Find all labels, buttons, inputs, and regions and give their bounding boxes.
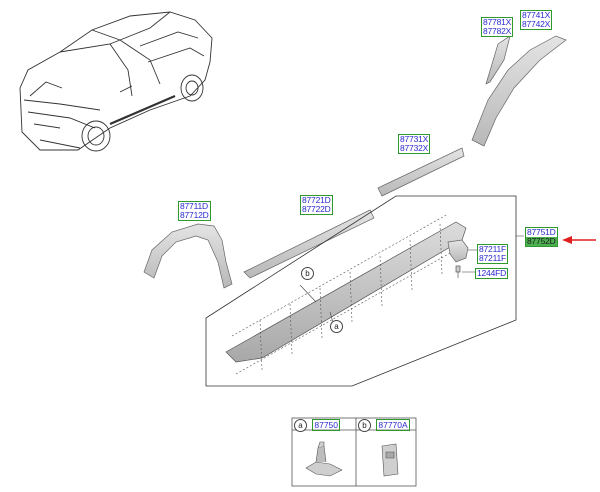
front-door-moulding-part <box>243 209 375 279</box>
mud-guard-part <box>447 239 469 263</box>
legend-key-a: a <box>294 419 307 432</box>
legend-key-b: b <box>358 419 371 432</box>
label-line: 87742X <box>522 19 551 29</box>
label-87781X[interactable]: 87781X 87782X <box>481 17 514 37</box>
legend-cell-a: a 87750 <box>294 419 341 432</box>
label-87741X[interactable]: 87741X 87742X <box>520 10 553 30</box>
clip-a-icon <box>305 441 343 477</box>
label-87751D[interactable]: 87751D 87752D <box>525 227 558 247</box>
label-87731X[interactable]: 87731X 87732X <box>398 134 431 154</box>
leader-lines <box>462 235 524 273</box>
label-line: 87782X <box>483 26 512 36</box>
label-line: 87731X <box>400 134 429 144</box>
rear-door-moulding-part <box>377 147 465 197</box>
label-line: 87741X <box>522 10 551 20</box>
legend-cell-b: b 87770A <box>358 419 410 432</box>
clip-row-dashed <box>231 213 453 375</box>
car-illustration <box>19 11 213 152</box>
sill-assembly-box <box>205 195 517 387</box>
label-line: 87712D <box>180 210 209 220</box>
legend-part-b[interactable]: 87770A <box>376 419 410 431</box>
label-line: 87211F <box>479 253 506 263</box>
legend-table <box>291 417 417 487</box>
label-line-highlighted: 87752D <box>526 236 557 246</box>
label-line: 87751D <box>527 227 556 237</box>
label-line: 87711D <box>180 201 208 211</box>
highlight-arrow <box>562 236 596 244</box>
rear-wheel-arch-part <box>471 35 567 147</box>
clip-b-icon <box>381 443 399 477</box>
front-wheel-arch-part <box>143 223 233 289</box>
callout-a: a <box>330 320 343 333</box>
label-line: 1244FD <box>477 268 507 278</box>
label-line: 87781X <box>483 17 512 27</box>
label-1244FD[interactable]: 1244FD <box>475 268 509 279</box>
legend-part-a[interactable]: 87750 <box>312 419 341 431</box>
label-line: 87722D <box>302 204 331 214</box>
label-87211F[interactable]: 87211F 87211F <box>477 244 508 264</box>
label-line: 87732X <box>400 143 429 153</box>
side-sill-part <box>225 221 467 363</box>
label-87721D[interactable]: 87721D 87722D <box>300 195 333 215</box>
label-line: 87211F <box>479 244 506 254</box>
label-line: 87721D <box>302 195 331 205</box>
label-87711D[interactable]: 87711D 87712D <box>178 201 211 221</box>
callout-b: b <box>301 267 314 280</box>
bolt-part <box>455 265 461 278</box>
